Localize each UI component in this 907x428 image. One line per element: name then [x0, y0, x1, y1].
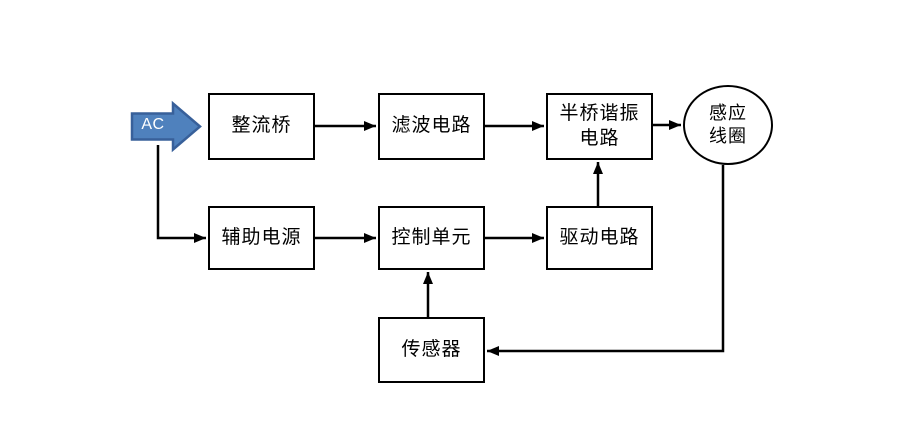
node-label-line1: 半桥谐振 [559, 102, 640, 124]
node-label: 辅助电源 [221, 226, 302, 248]
node-control-unit: 控制单元 [378, 206, 485, 270]
node-label-line1: 感应 [709, 102, 747, 123]
node-auxiliary-power-supply: 辅助电源 [208, 206, 315, 270]
node-filter-circuit: 滤波电路 [378, 93, 485, 160]
node-label: 整流桥 [231, 115, 292, 137]
node-label: 控制单元 [391, 226, 472, 248]
node-sensor: 传感器 [378, 317, 485, 383]
node-rectifier-bridge: 整流桥 [208, 93, 315, 160]
edge-ac-to-auxiliary-power [156, 145, 206, 243]
ac-source-label: AC [141, 116, 165, 133]
node-half-bridge-resonant-circuit: 半桥谐振 电路 [546, 93, 653, 160]
node-label: 驱动电路 [559, 226, 640, 248]
edge-coil-to-sensor [487, 165, 725, 356]
node-label-line2: 线圈 [709, 126, 747, 146]
ac-arrow-icon [130, 100, 202, 153]
node-drive-circuit: 驱动电路 [546, 206, 653, 270]
node-label: 传感器 [401, 338, 462, 360]
node-label: 滤波电路 [391, 115, 472, 137]
node-induction-coil: 感应 线圈 [683, 85, 773, 165]
node-label-line2: 电路 [579, 127, 620, 149]
